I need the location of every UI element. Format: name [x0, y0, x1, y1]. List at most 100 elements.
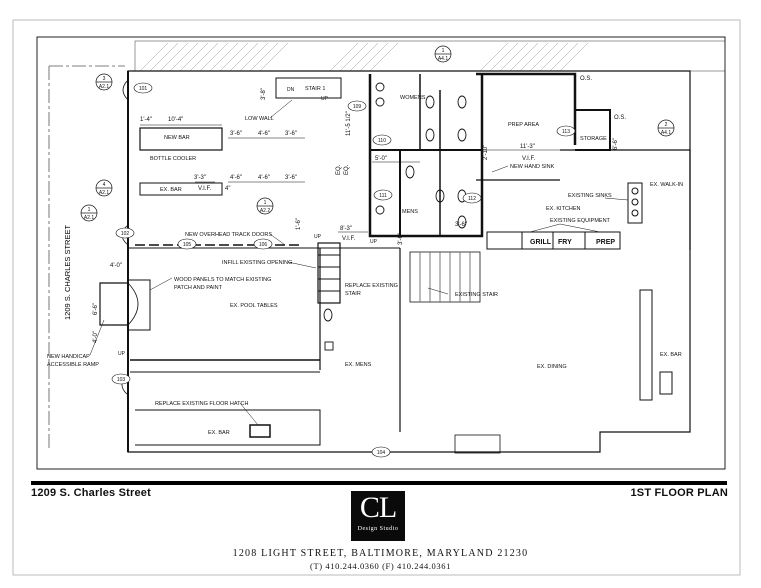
- note-wood-panels-2: PATCH AND PAINT: [174, 285, 223, 291]
- dn-label: DN: [287, 87, 295, 93]
- label-womens: WOMENS: [400, 95, 426, 101]
- door-tag-101: 101: [139, 86, 148, 92]
- label-prep: PREP: [596, 239, 615, 246]
- door-tag-110-oval: [372, 134, 392, 146]
- door-tag-111: 111: [379, 193, 387, 199]
- door-tag-105: 105: [183, 242, 192, 248]
- dim-6-6a: 6'-6": [93, 303, 99, 315]
- door-tag-113: 113: [562, 129, 570, 135]
- door-tag-106: 106: [259, 242, 268, 248]
- section-marker-5-num: 1: [88, 207, 91, 213]
- label-ex-bar-lower: EX. BAR: [208, 430, 230, 436]
- dim-eq1: EQ.: [336, 164, 342, 175]
- dim-4: 4": [225, 186, 230, 192]
- door-tag-102-oval: [115, 227, 135, 239]
- note-existing-equipment: EXISTING EQUIPMENT: [550, 218, 611, 224]
- label-ex-bar-upper: EX. BAR: [160, 187, 182, 193]
- street-label: 1209 S. CHARLES STREET: [63, 225, 72, 320]
- sheet-title: 1ST FLOOR PLAN: [630, 487, 728, 499]
- project-name: 1209 S. Charles Street: [31, 487, 151, 499]
- dim-4-6c: 4'-6": [258, 175, 270, 181]
- dimension-lines: [140, 124, 560, 233]
- section-marker-4-sheet: A2.1: [99, 190, 110, 196]
- dim-vif1: V.I.F.: [198, 186, 211, 192]
- section-marker-6-sheet: A2.2: [260, 208, 271, 214]
- dim-vif2: V.I.F.: [522, 156, 535, 162]
- dim-eq2: EQ.: [344, 164, 350, 175]
- label-stair-1: STAIR 1: [305, 86, 325, 92]
- note-low-wall: LOW WALL: [245, 116, 274, 122]
- door-tag-103-oval: [111, 373, 131, 385]
- door-tag-112: 112: [468, 196, 476, 202]
- leader-lines: [89, 99, 629, 426]
- firm-address: 1208 LIGHT STREET, BALTIMORE, MARYLAND 2…: [232, 548, 529, 559]
- label-ex-bar-right: EX. BAR: [660, 352, 682, 358]
- dim-8-3: 8'-3": [340, 226, 352, 232]
- section-marker-3-num: 3: [103, 76, 106, 82]
- dim-os2: O.S.: [614, 115, 626, 121]
- section-marker-6-num: 1: [264, 200, 267, 206]
- label-bottle-cooler: BOTTLE COOLER: [150, 156, 196, 162]
- label-grill: GRILL: [530, 239, 552, 246]
- dim-3-6e: 3'-6": [455, 222, 467, 228]
- label-ex-dining: EX. DINING: [537, 364, 567, 370]
- dim-os1: O.S.: [580, 76, 592, 82]
- label-ex-pool-tables: EX. POOL TABLES: [230, 303, 278, 309]
- section-marker-1-sheet: A4.1: [438, 56, 449, 62]
- label-prep-area: PREP AREA: [508, 122, 539, 128]
- dim-3-6c: 3'-6": [285, 175, 297, 181]
- door-tag-106-oval: [253, 238, 273, 250]
- sheet-border: [12, 19, 741, 576]
- title-rule: [31, 481, 727, 485]
- dim-1-4: 1'-4": [140, 117, 152, 123]
- section-marker-2-num: 2: [665, 122, 668, 128]
- door-tag-105-oval: [177, 238, 197, 250]
- dim-10-4: 10'-4": [168, 117, 183, 123]
- section-marker-4-num: 4: [103, 182, 106, 188]
- drawing-frame: [36, 36, 726, 470]
- dim-4-6b: 4'-6": [230, 175, 242, 181]
- logo-subtitle: Design Studio: [357, 526, 399, 532]
- note-existing-stair: EXISTING STAIR: [455, 292, 498, 298]
- section-marker-3-sheet: A2.1: [99, 84, 110, 90]
- section-marker-1-num: 1: [442, 48, 445, 54]
- building-walls: [99, 70, 691, 454]
- dim-1-6: 1'-6": [296, 218, 302, 230]
- dim-3-8: 3'-8": [261, 88, 267, 100]
- door-tag-110: 110: [378, 138, 386, 144]
- label-ex-kitchen: EX. KITCHEN: [546, 206, 581, 212]
- dim-3-6a: 3'-6": [230, 131, 242, 137]
- section-marker-2-sheet: A4.1: [661, 130, 672, 136]
- door-tag-102: 102: [121, 231, 130, 237]
- dim-6-6b: 6'-6": [613, 138, 619, 150]
- door-tag-109: 109: [353, 104, 362, 110]
- note-ramp-2: ACCESSIBLE RAMP: [47, 362, 99, 368]
- note-new-hand-sink: NEW HAND SINK: [510, 164, 555, 170]
- dim-11-3: 11'-3": [520, 144, 535, 150]
- up-label-2: UP: [314, 234, 322, 240]
- door-tag-104-oval: [371, 446, 391, 458]
- note-floor-hatch: REPLACE EXISTING FLOOR HATCH: [155, 401, 248, 407]
- dim-4-0a: 4'-0": [110, 263, 122, 269]
- label-fry: FRY: [558, 239, 572, 246]
- door-tag-101-oval: [133, 82, 153, 94]
- door-tag-104: 104: [377, 450, 386, 456]
- door-tag-103: 103: [117, 377, 126, 383]
- dim-3-3: 3'-3": [194, 175, 206, 181]
- label-storage: STORAGE: [580, 136, 607, 142]
- label-ex-mens: EX. MENS: [345, 362, 372, 368]
- dim-2-10: 2'-10": [483, 145, 489, 160]
- logo-letters: CL: [359, 491, 397, 524]
- label-mens: MENS: [402, 209, 418, 215]
- dim-11-5h: 11'-5 1/2": [346, 111, 352, 136]
- door-tag-111-oval: [373, 189, 393, 201]
- dim-4-0b: 4'-0": [93, 331, 99, 343]
- up-label-1: UP: [118, 351, 126, 357]
- dim-5-0: 5'-0": [375, 156, 387, 162]
- note-infill-opening: INFILL EXISTING OPENING: [222, 260, 292, 266]
- dim-3-6b: 3'-6": [285, 131, 297, 137]
- note-overhead-doors: NEW OVERHEAD TRACK DOORS: [185, 232, 272, 238]
- label-ex-walk-in: EX. WALK-IN: [650, 182, 683, 188]
- door-tag-109-oval: [347, 100, 367, 112]
